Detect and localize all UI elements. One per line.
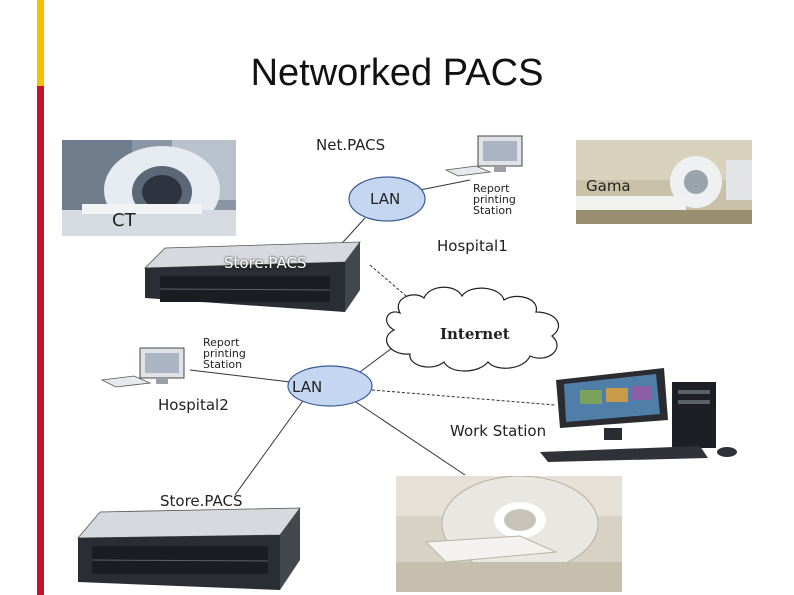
gamma-camera-photo	[576, 140, 752, 224]
internet-label: Internet	[440, 325, 510, 343]
storepacs-top-server	[144, 241, 361, 312]
link-storepacs-internet	[369, 264, 421, 309]
ct-scanner-photo	[62, 140, 236, 236]
hospital1-label: Hospital1	[437, 237, 508, 255]
lan-top-cloud	[348, 176, 426, 222]
storepacs-bottom-label: Store.PACS	[160, 492, 243, 510]
link-lan2-storepacs2	[234, 397, 306, 496]
workstation-computer	[540, 368, 737, 462]
gama-label: Gama	[586, 177, 631, 195]
link-lan2-ctscanner	[349, 397, 466, 476]
workstation-label: Work Station	[450, 422, 547, 440]
storepacs-top-label: Store.PACS	[224, 254, 307, 272]
storepacs-bottom-server	[77, 507, 301, 590]
link-lan2-printer	[189, 369, 291, 383]
lan-bottom-label: LAN	[292, 378, 323, 396]
printer-bottom-icon	[100, 347, 185, 388]
lan-bottom-cloud	[287, 365, 373, 407]
report-printing-bottom-label: Report printing Station	[203, 336, 246, 371]
ct-scanner-bottom-photo	[396, 476, 622, 592]
netpacs-label: Net.PACS	[316, 136, 386, 154]
report-printing-top-label: Report printing Station	[473, 182, 516, 217]
ct-label: CT	[112, 210, 136, 231]
link-lan1-printer	[419, 179, 471, 191]
internet-cloud	[385, 286, 559, 372]
printer-top-icon	[444, 135, 523, 177]
hospital2-label: Hospital2	[158, 396, 229, 414]
slide-title: Networked PACS	[250, 52, 544, 94]
link-lan2-workstation	[371, 389, 556, 406]
accent-bar-yellow	[37, 0, 44, 86]
accent-bar-red	[37, 0, 44, 595]
lan-top-label: LAN	[370, 190, 401, 208]
